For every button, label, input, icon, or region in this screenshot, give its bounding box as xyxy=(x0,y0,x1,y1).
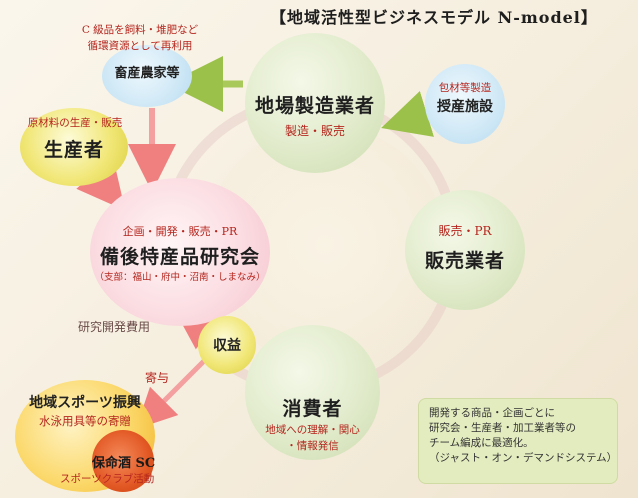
sales-role: 販売・PR xyxy=(438,224,492,238)
note-line: （ジャスト・オン・デマンドシステム） xyxy=(429,452,618,464)
profit-name: 収益 xyxy=(213,338,241,354)
livestock-note-line1: C 級品を飼料・堆肥など xyxy=(81,24,199,36)
manufacturer-name: 地場製造業者 xyxy=(254,95,375,117)
producer-circle xyxy=(20,108,128,186)
research-role: 企画・開発・販売・PR xyxy=(122,225,238,238)
note-line: 研究会・生産者・加工業者等の xyxy=(429,422,576,434)
livestock-circle xyxy=(102,45,192,107)
livestock-note-line2: 循環資源として再利用 xyxy=(87,40,193,52)
profit-circle xyxy=(198,316,256,374)
page-title: 【地域活性型ビジネスモデル N-model】 xyxy=(270,8,598,27)
research-branches: （支部：福山・府中・沼南・しまなみ） xyxy=(94,272,266,283)
note-line: チーム編成に最適化。 xyxy=(429,437,534,449)
research-name: 備後特産品研究会 xyxy=(99,246,260,268)
packaging-name: 授産施設 xyxy=(437,99,493,115)
donation-label: 寄与 xyxy=(145,371,170,385)
consumer-role-line1: 地域への理解・関心 xyxy=(265,424,360,436)
consumer-role-line2: ・情報発信 xyxy=(286,440,339,452)
consumer-circle xyxy=(245,325,380,460)
sales-circle xyxy=(405,190,525,310)
producer-role: 原材料の生産・販売 xyxy=(27,117,123,129)
consumer-name: 消費者 xyxy=(282,398,343,420)
sports-name: 地域スポーツ振興 xyxy=(29,395,141,411)
club-circle xyxy=(92,430,154,492)
club-name: 保命酒 SC xyxy=(92,456,156,471)
club-role: スポーツクラブ活動 xyxy=(60,473,155,485)
arrow-profit-to-sports xyxy=(135,358,207,430)
livestock-name: 畜産農家等 xyxy=(114,66,180,81)
sales-name: 販売業者 xyxy=(424,250,505,272)
team-note-box: 開発する商品・企画ごとに 研究会・生産者・加工業者等の チーム編成に最適化。 （… xyxy=(418,398,618,484)
manufacturer-circle xyxy=(245,33,385,173)
sports-role: 水泳用具等の寄贈 xyxy=(39,414,131,428)
note-line: 開発する商品・企画ごとに xyxy=(429,407,555,419)
packaging-circle xyxy=(425,64,505,144)
producer-name: 生産者 xyxy=(43,139,104,161)
rd-cost-label: 研究開発費用 xyxy=(78,320,151,334)
manufacturer-role: 製造・販売 xyxy=(284,124,345,138)
packaging-note: 包材等製造 xyxy=(438,82,492,94)
research-circle xyxy=(90,178,270,326)
